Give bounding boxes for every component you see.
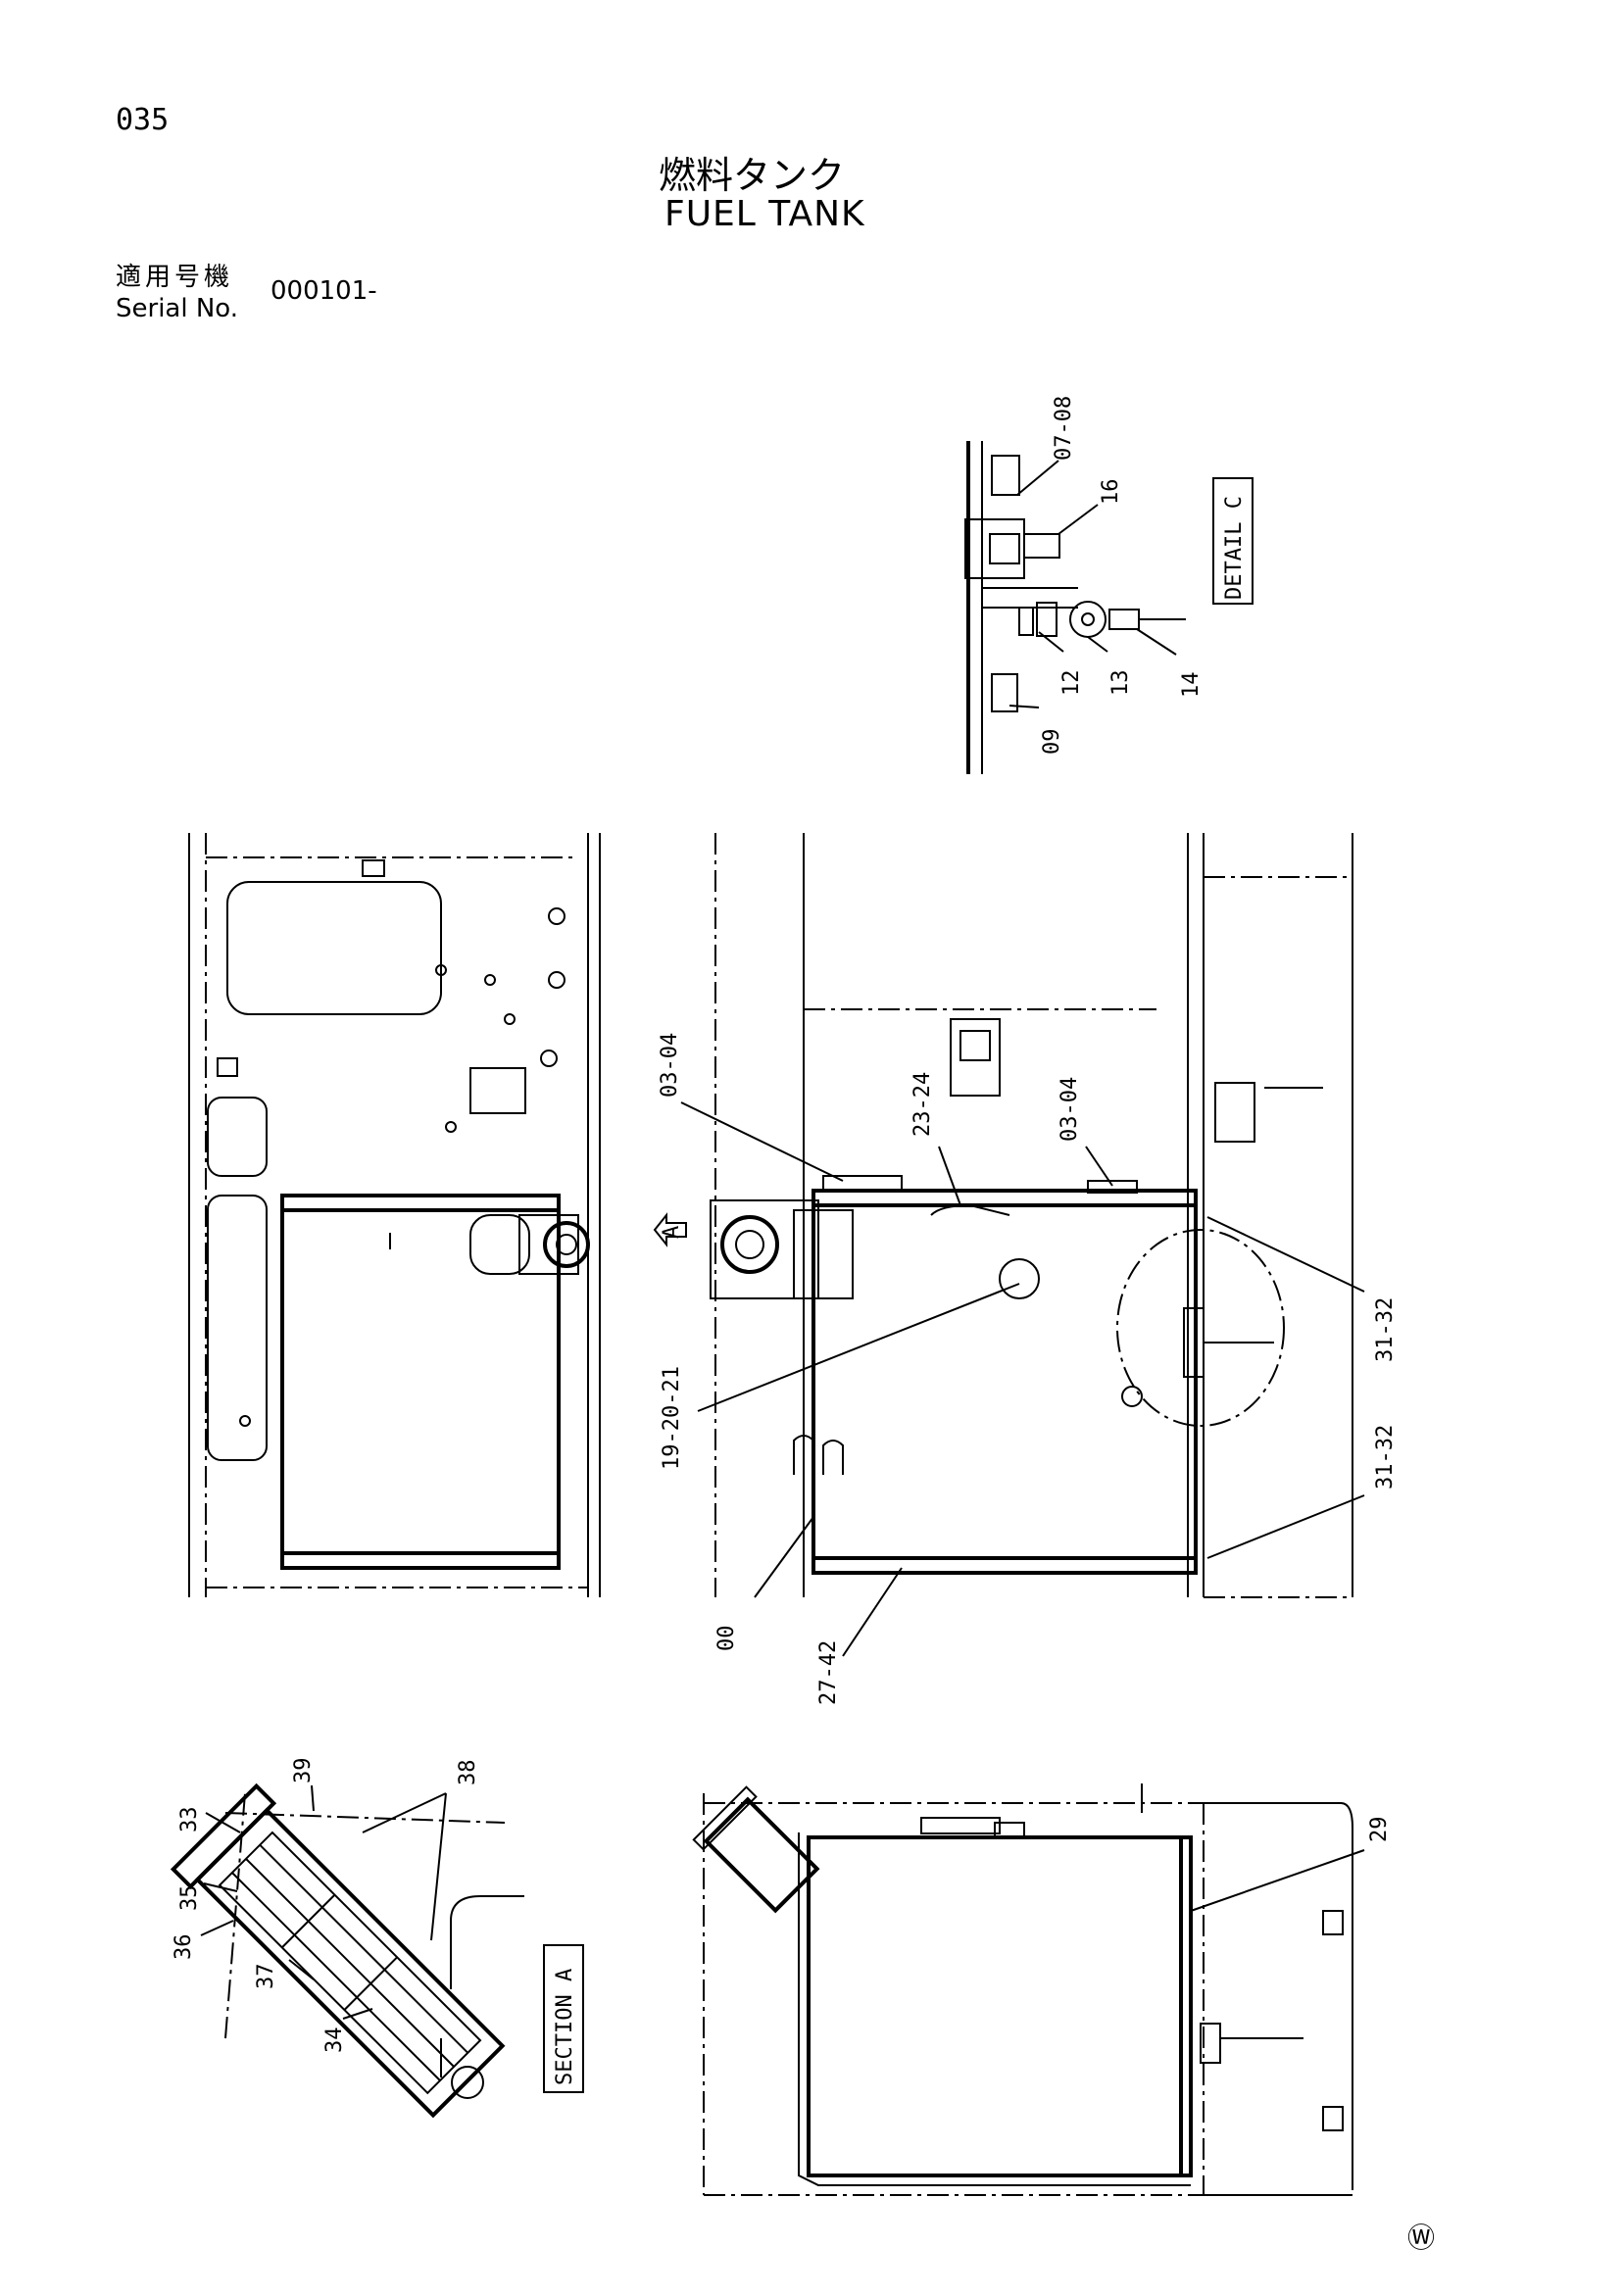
callout-00: 00 — [714, 1626, 739, 1652]
serial-number-value: 000101- — [270, 276, 377, 306]
callout-03-04-left: 03-04 — [658, 1033, 682, 1098]
callout-39: 39 — [291, 1758, 316, 1784]
callout-31-32-top: 31-32 — [1373, 1297, 1398, 1362]
serial-label-japanese: 適用号機 — [116, 263, 234, 292]
callout-35: 35 — [177, 1885, 202, 1912]
callout-16: 16 — [1099, 479, 1123, 506]
callout-12: 12 — [1059, 670, 1084, 697]
callout-19-20-21: 19-20-21 — [660, 1366, 684, 1470]
detail-c-view: 07-08 16 12 13 14 09 DETAIL C — [964, 396, 1254, 774]
page-number: 035 — [116, 103, 170, 137]
callout-29: 29 — [1367, 1817, 1392, 1843]
title-english: FUEL TANK — [664, 194, 865, 234]
callout-27-42: 27-42 — [816, 1640, 841, 1705]
callout-33: 33 — [177, 1807, 202, 1833]
callout-34: 34 — [322, 2027, 347, 2054]
serial-label-english: Serial No. — [116, 294, 238, 323]
detail-c-label: DETAIL C — [1222, 496, 1247, 600]
callout-09: 09 — [1040, 729, 1064, 756]
main-side-view: A 03-04 23-24 03-04 31-32 19-20-21 31-32… — [653, 833, 1398, 1705]
callout-03-04-right: 03-04 — [1057, 1077, 1082, 1142]
callout-23-24: 23-24 — [910, 1072, 935, 1137]
view-arrow-label: A — [660, 1226, 684, 1239]
callout-31-32-bottom: 31-32 — [1373, 1425, 1398, 1490]
section-a-label: SECTION A — [553, 1969, 577, 2085]
watermark-symbol: Ⓦ — [1407, 2222, 1436, 2254]
bottom-plan-view: 29 — [692, 1783, 1392, 2196]
callout-37: 37 — [254, 1964, 278, 1990]
callout-13: 13 — [1108, 670, 1133, 697]
callout-36: 36 — [172, 1934, 196, 1961]
section-a-view: SECTION A 39 38 33 35 36 37 34 — [170, 1758, 584, 2119]
callout-14: 14 — [1179, 672, 1204, 699]
title-japanese: 燃料タンク — [659, 154, 846, 197]
callout-07-08: 07-08 — [1052, 396, 1076, 461]
left-plan-view — [188, 833, 601, 1597]
callout-38: 38 — [456, 1760, 480, 1786]
